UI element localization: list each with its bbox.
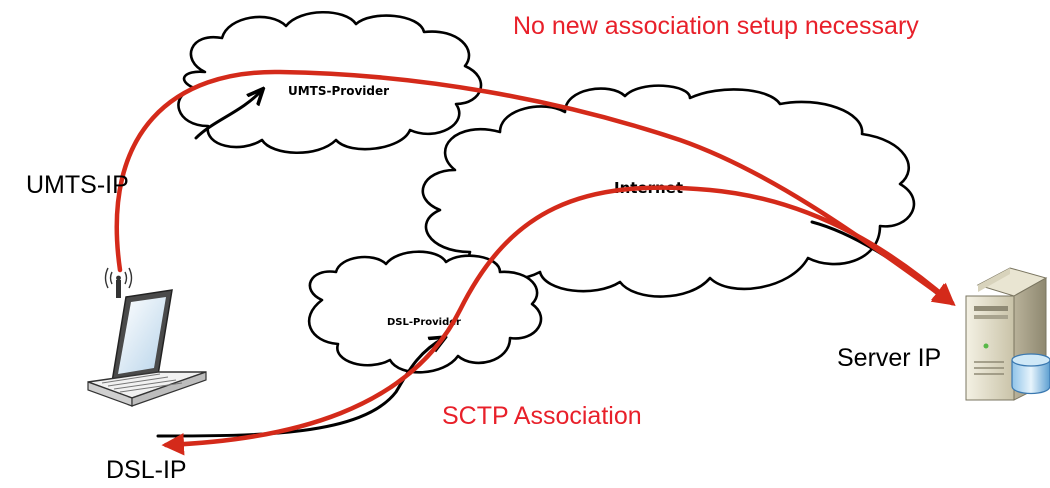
- server-ip-label: Server IP: [837, 344, 941, 372]
- umts-ip-label: UMTS-IP: [26, 171, 129, 199]
- antenna-icon: [104, 267, 133, 298]
- database-icon: [1011, 353, 1050, 395]
- laptop-icon: [87, 289, 207, 407]
- association-path-dsl: [161, 185, 956, 456]
- dsl-ip-label: DSL-IP: [106, 456, 187, 484]
- association-path-umts: [114, 69, 956, 306]
- diagram-title: No new association setup necessary: [513, 12, 919, 40]
- umts-access-link: [194, 90, 262, 140]
- association-label: SCTP Association: [442, 402, 642, 430]
- umts-provider-label: UMTS-Provider: [288, 84, 389, 98]
